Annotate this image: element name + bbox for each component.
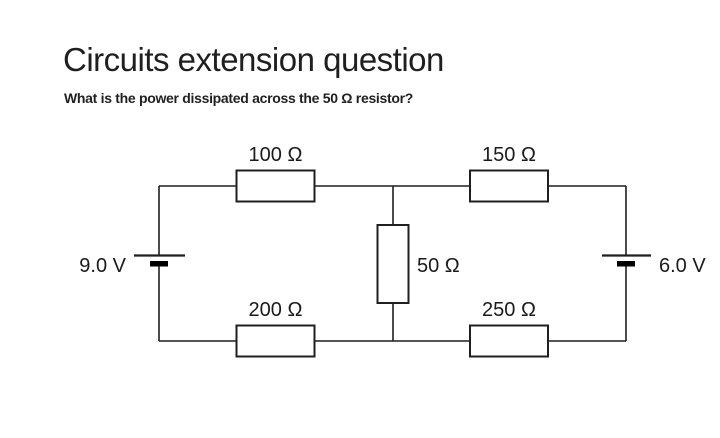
battery-right-negative-plate bbox=[617, 261, 635, 267]
resistor-bottom-left: 200 Ω bbox=[235, 299, 316, 358]
battery-right: 6.0 V bbox=[602, 254, 706, 277]
battery-right-label: 6.0 V bbox=[659, 255, 706, 277]
resistor-top-right-label: 150 Ω bbox=[482, 144, 536, 166]
resistor-middle: 50 Ω bbox=[376, 224, 460, 304]
resistor-top-left: 100 Ω bbox=[235, 144, 316, 203]
resistor-middle-label: 50 Ω bbox=[417, 255, 460, 277]
resistor-top-right-box bbox=[469, 169, 549, 203]
battery-left: 9.0 V bbox=[79, 254, 185, 277]
resistor-top-left-label: 100 Ω bbox=[249, 144, 303, 166]
question-text: What is the power dissipated across the … bbox=[64, 90, 414, 106]
resistor-bottom-left-box bbox=[235, 324, 316, 358]
resistor-bottom-left-label: 200 Ω bbox=[249, 299, 303, 321]
page-title: Circuits extension question bbox=[63, 41, 444, 78]
battery-left-label: 9.0 V bbox=[79, 255, 126, 277]
resistor-bottom-right: 250 Ω bbox=[469, 299, 549, 358]
battery-left-negative-plate bbox=[150, 261, 168, 267]
resistor-top-right: 150 Ω bbox=[469, 144, 549, 203]
resistor-bottom-right-label: 250 Ω bbox=[482, 299, 536, 321]
resistor-bottom-right-box bbox=[469, 324, 549, 358]
resistor-middle-box bbox=[376, 224, 410, 304]
resistor-top-left-box bbox=[235, 169, 316, 203]
